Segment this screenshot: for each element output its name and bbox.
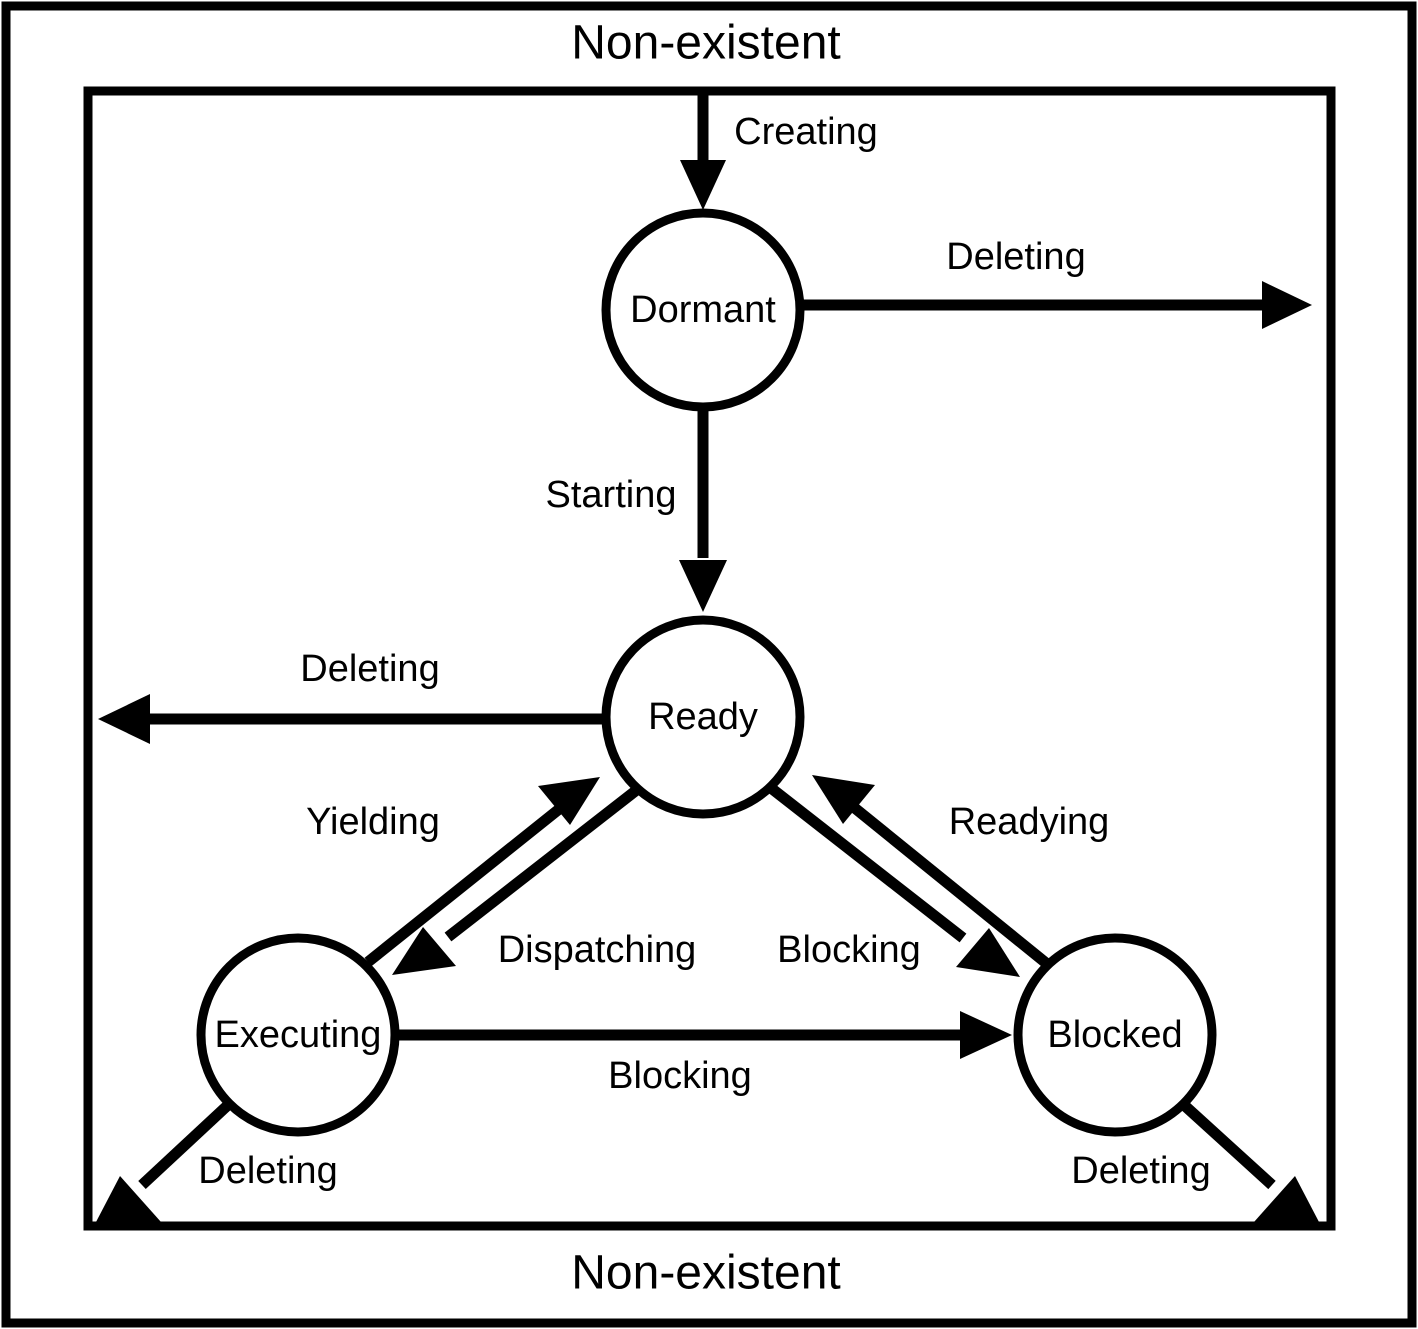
dispatching-arrow-line [444, 784, 642, 942]
transition-starting: Starting [546, 408, 727, 612]
dispatching-arrow-head [392, 927, 456, 975]
deleting-executing-arrow-head [96, 1176, 161, 1222]
starting-arrow-head [679, 560, 727, 612]
transition-deleting-ready: Deleting [98, 648, 604, 744]
dormant-circle[interactable] [601, 208, 805, 412]
transition-label-deleting-ready: Deleting [300, 648, 439, 690]
state-label-executing: Executing [215, 1014, 382, 1056]
transition-label-blocking-executing: Blocking [608, 1055, 752, 1097]
transition-label-yielding: Yielding [306, 801, 440, 843]
transition-blocking-executing: Blocking [399, 1011, 1012, 1097]
deleting-executing-arrow-line [138, 1100, 232, 1190]
inner-frame [83, 86, 1336, 1231]
transition-deleting-blocked: Deleting [1071, 1100, 1319, 1222]
transition-yielding: Yielding [306, 777, 600, 967]
blocking-exec-arrow-head [960, 1011, 1012, 1059]
state-label-blocked: Blocked [1047, 1014, 1182, 1056]
transition-dispatching: Dispatching [392, 784, 697, 975]
yielding-arrow-line [364, 801, 567, 967]
transition-label-deleting-blocked: Deleting [1071, 1150, 1210, 1192]
state-label-dormant: Dormant [630, 289, 776, 331]
transition-label-deleting-executing: Deleting [198, 1150, 337, 1192]
deleting-dormant-arrow-head [1262, 281, 1312, 329]
state-label-ready: Ready [648, 696, 758, 738]
transition-label-dispatching: Dispatching [498, 929, 697, 971]
executing-circle[interactable] [196, 933, 400, 1137]
blocked-circle[interactable] [1013, 933, 1217, 1137]
transition-deleting-dormant: Deleting [803, 236, 1312, 329]
state-node-executing[interactable]: Executing [196, 933, 400, 1137]
readying-arrow-head [812, 775, 875, 824]
transition-creating: Creating [680, 91, 878, 210]
transition-label-starting: Starting [546, 474, 677, 516]
state-node-blocked[interactable]: Blocked [1013, 933, 1217, 1137]
state-node-dormant[interactable]: Dormant [601, 208, 805, 412]
transition-deleting-executing: Deleting [96, 1100, 338, 1222]
transition-label-creating: Creating [734, 111, 878, 153]
region-label-bottom: Non-existent [571, 1247, 840, 1300]
transition-readying: Readying [812, 775, 1110, 968]
ready-circle[interactable] [601, 615, 805, 819]
transition-label-blocking-ready: Blocking [777, 929, 921, 971]
transition-label-deleting-dormant: Deleting [946, 236, 1085, 278]
region-label-top: Non-existent [571, 17, 840, 70]
state-node-ready[interactable]: Ready [601, 615, 805, 819]
deleting-ready-arrow-head [98, 694, 150, 744]
creating-arrow-head [680, 160, 726, 210]
blocking-ready-arrow-head [956, 928, 1020, 977]
blocking-ready-arrow-line [767, 783, 967, 943]
transition-label-readying: Readying [949, 801, 1110, 843]
transition-blocking-ready: Blocking [767, 783, 1020, 977]
deleting-blocked-arrow-head [1254, 1176, 1319, 1222]
readying-arrow-line [847, 800, 1050, 968]
deleting-blocked-arrow-line [1180, 1100, 1276, 1190]
yielding-arrow-head [538, 777, 600, 825]
